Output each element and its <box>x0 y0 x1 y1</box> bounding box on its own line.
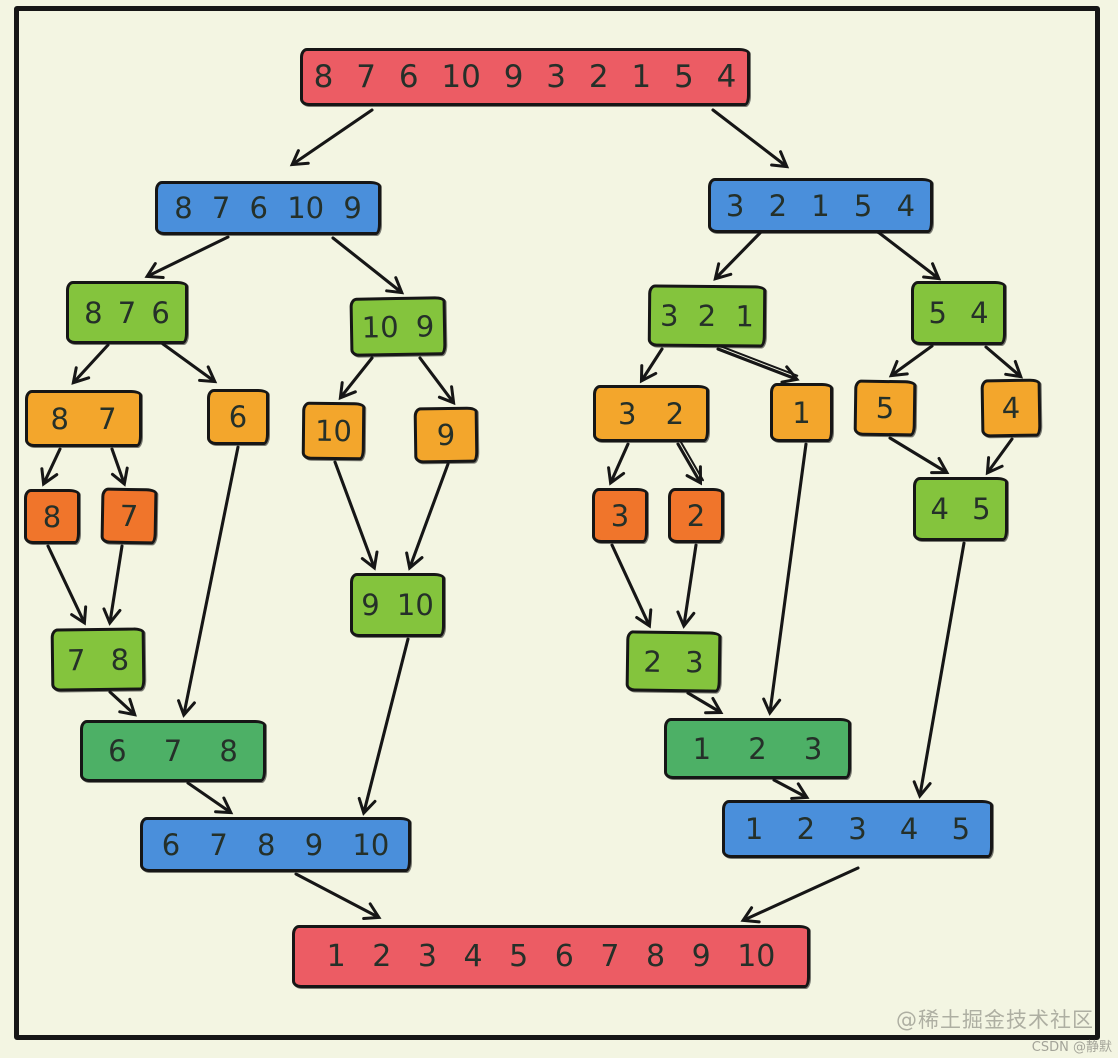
arrow-m678-m678910 <box>186 781 234 815</box>
node-r4: 4 <box>980 378 1042 438</box>
arrow-m678910-final <box>294 872 382 921</box>
node-l9: 9 <box>413 406 479 464</box>
arrow-m123-m12345 <box>772 778 810 800</box>
arrow-l876-l87 <box>71 343 110 385</box>
node-l6: 6 <box>207 389 269 445</box>
arrow-left5-l876 <box>144 235 230 279</box>
arrow-r321-r32 <box>639 347 664 384</box>
node-m123: 1 2 3 <box>664 718 851 779</box>
node-r1: 1 <box>770 383 833 442</box>
node-r2s: 2 <box>668 488 724 543</box>
node-l10: 10 <box>301 401 366 461</box>
node-r5: 5 <box>853 379 917 437</box>
node-l87: 8 7 <box>25 390 142 447</box>
node-m678: 6 7 8 <box>80 720 266 782</box>
watermark-juejin: @稀土掘金技术社区 <box>896 1008 1094 1032</box>
arrow-l10-m910 <box>333 460 379 571</box>
arrow-m23-m123 <box>686 691 724 715</box>
arrow-m78-m678 <box>108 690 137 717</box>
arrow-m910-m678910 <box>357 637 410 816</box>
arrow-r4-m45 <box>985 437 1014 476</box>
arrow-right5-r54 <box>876 230 942 281</box>
arrow-l109-l9 <box>418 356 456 406</box>
node-l7s: 7 <box>100 487 158 545</box>
node-m45: 4 5 <box>913 477 1008 541</box>
node-r321: 3 2 1 <box>647 284 767 348</box>
arrow-r32-r3s <box>607 442 630 486</box>
arrow-l87-l7s <box>110 447 129 487</box>
arrow-r54-r5 <box>888 344 934 378</box>
arrow-r5-m45 <box>888 436 950 475</box>
node-m78: 7 8 <box>50 627 146 692</box>
arrow-r2s-m23 <box>676 543 698 629</box>
node-right5: 3 2 1 5 4 <box>708 178 933 233</box>
arrow-l6-m678 <box>177 445 240 718</box>
node-r3s: 3 <box>592 488 648 543</box>
node-l876: 8 7 6 <box>66 281 188 344</box>
arrow-l7s-m78 <box>102 544 124 626</box>
arrow-l9-m910 <box>405 462 450 571</box>
arrow-r54-r4 <box>984 345 1024 379</box>
node-final: 1 2 3 4 5 6 7 8 9 10 <box>292 925 810 988</box>
arrow-r32-r2s <box>676 442 703 486</box>
watermark-csdn: CSDN @静默 <box>1031 1040 1112 1055</box>
arrow-right5-r321 <box>713 231 762 281</box>
arrow-m45-m12345 <box>912 541 966 799</box>
arrow-l8s-m78 <box>46 544 88 626</box>
node-l109: 10 9 <box>349 296 447 357</box>
node-root: 8 7 6 10 9 3 2 1 5 4 <box>300 48 750 106</box>
node-m23: 2 3 <box>625 630 722 693</box>
arrow-l876-l6 <box>161 342 218 384</box>
arrow-left5-l109 <box>331 236 405 295</box>
node-m12345: 1 2 3 4 5 <box>722 800 993 858</box>
node-m678910: 6 7 8 9 10 <box>140 817 411 872</box>
arrow-root-left5 <box>289 108 374 167</box>
arrow-shaft-r32-r2s <box>680 441 705 482</box>
node-l8s: 8 <box>24 489 80 544</box>
node-left5: 8 7 6 10 9 <box>155 181 381 235</box>
arrow-l109-l10 <box>338 356 374 401</box>
node-r32: 3 2 <box>593 385 709 442</box>
arrow-r1-m123 <box>762 442 808 716</box>
arrow-l87-l8s <box>40 447 62 487</box>
arrow-r3s-m23 <box>610 543 653 629</box>
node-m910: 9 10 <box>350 573 445 637</box>
node-r54: 5 4 <box>911 281 1006 345</box>
arrow-r321-r1 <box>716 347 800 384</box>
arrow-m12345-final <box>740 866 860 924</box>
arrow-shaft-r321-r1 <box>718 344 799 377</box>
arrow-root-right5 <box>711 108 790 169</box>
